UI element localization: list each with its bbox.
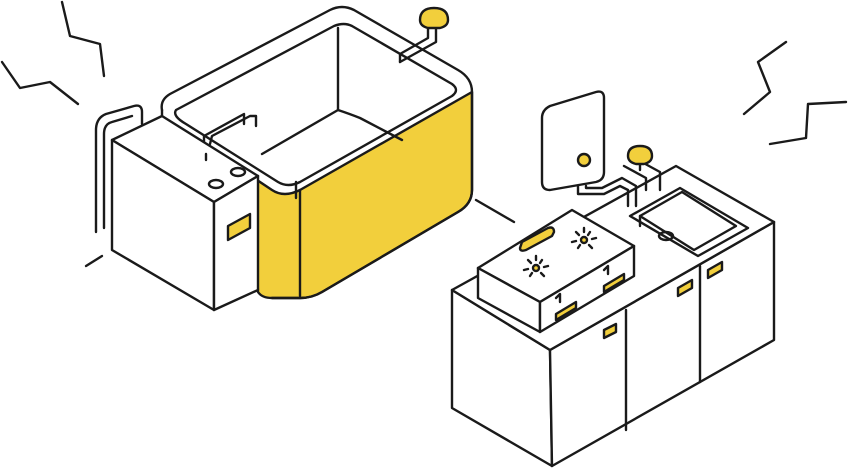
spark-lines-left bbox=[0, 0, 106, 106]
burner-right bbox=[570, 226, 598, 250]
bathtub-icon bbox=[94, 5, 474, 312]
burner-left bbox=[522, 254, 550, 278]
water-heater-icon bbox=[110, 114, 260, 312]
spark-lines-right bbox=[742, 40, 848, 146]
ground-marks bbox=[84, 198, 516, 268]
kitchen-counter-icon bbox=[450, 90, 776, 468]
gas-stove-icon bbox=[476, 208, 636, 334]
